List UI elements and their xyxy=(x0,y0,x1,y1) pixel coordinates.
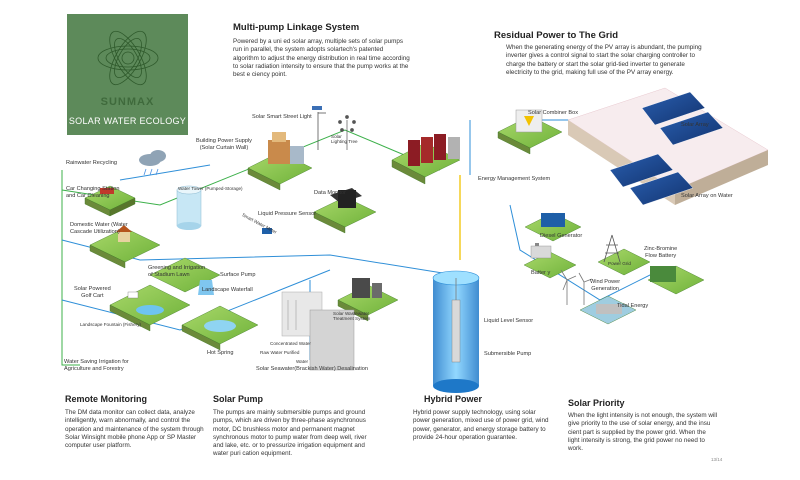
street-light-icon xyxy=(312,106,326,150)
energy-management-cabinet-icon xyxy=(408,134,460,166)
residual-body: When the generating energy of the PV arr… xyxy=(506,44,702,76)
label-combiner-box: Solar Combiner Box xyxy=(528,110,579,116)
residual-title: Residual Power to The Grid xyxy=(494,30,619,41)
label-liquid-level: Liquid Level Sensor xyxy=(484,318,534,324)
label-golf-cart: Solar Powered Golf Cart xyxy=(74,286,111,299)
solar-array-island xyxy=(567,87,769,206)
brand-logo: SUNMAX SOLAR WATER ECOLOGY xyxy=(67,14,188,135)
hybrid-title: Hybrid Power xyxy=(424,394,483,404)
label-fountain: Landscape Fountain (Fishery) xyxy=(80,322,142,327)
label-wastewater: Solar Wastewater Treatment System xyxy=(333,311,371,322)
label-concentrated: Concentrated Water xyxy=(270,341,311,346)
label-desalination: Solar Seawater(Brackish Water) Desalinat… xyxy=(256,366,369,372)
label-saving-irrigation: Water Saving Irrigation for Agriculture … xyxy=(64,359,129,372)
label-ems: Energy Management System xyxy=(478,176,551,182)
label-solar-array: Solar Array xyxy=(681,122,709,128)
battery-icon xyxy=(530,243,552,259)
label-power-grid: Power Grid xyxy=(608,261,631,266)
logo-tagline: SOLAR WATER ECOLOGY xyxy=(68,116,187,126)
hybrid-body: Hybrid power supply technology, using so… xyxy=(413,409,549,441)
multi-pump-body: Powered by a uni ed solar array, multipl… xyxy=(233,38,410,79)
remote-body: The DM data monitor can collect data, an… xyxy=(65,409,204,450)
golf-cart-icon xyxy=(127,291,139,299)
label-raw-water: Raw Water Purified xyxy=(260,350,300,355)
waterfall-icon xyxy=(198,280,214,295)
label-rainwater: Rainwater Recycling xyxy=(66,160,117,166)
hot-spring-icon xyxy=(204,320,236,332)
label-submersible: Submersible Pump xyxy=(484,351,532,357)
label-building: Building Power Supply (Solar Curtain Wal… xyxy=(196,138,252,151)
diesel-generator-icon xyxy=(541,213,565,227)
fountain-icon xyxy=(136,305,164,315)
priority-body: When the light intensity is not enough, … xyxy=(568,412,718,453)
power-grid-tower-icon xyxy=(603,234,621,263)
label-hot-spring: Hot Spring xyxy=(207,350,234,356)
label-tidal: Tidal Energy xyxy=(617,303,649,309)
data-monitor-icon xyxy=(330,188,362,208)
water-tower-icon xyxy=(176,185,202,230)
house-icon xyxy=(116,225,132,242)
lighting-tree-icon xyxy=(338,115,356,150)
solar-pump-title: Solar Pump xyxy=(213,394,264,404)
logo-brand: SUNMAX xyxy=(100,96,155,108)
label-car-charging: Car Changing Station and Car Cleaning xyxy=(66,186,120,199)
car-icon xyxy=(100,188,114,194)
label-domestic: Domestic Water (Water Cascade Utilizatio… xyxy=(70,222,128,235)
label-solar-array-water: Solar Array on Water xyxy=(681,193,733,199)
label-stadium: Greening and Irrigation of Stadium Lawn xyxy=(148,265,206,278)
rain-cloud-icon xyxy=(139,150,166,176)
label-diesel: Diesel Generator xyxy=(540,233,583,239)
label-street-light: Solar Smart Street Light xyxy=(252,114,312,120)
label-water: Water xyxy=(296,359,309,364)
label-surface-pump: Surface Pump xyxy=(220,272,256,278)
label-water-tower: Water Tower (Pumped-Storage) xyxy=(178,186,243,191)
priority-title: Solar Priority xyxy=(568,398,625,408)
deep-well-icon xyxy=(432,270,480,393)
label-liquid-pressure: Liquid Pressure Sensor xyxy=(258,211,317,217)
label-zinc-battery: Zinc-Bromine Flow Battery xyxy=(644,246,678,259)
flow-battery-icon xyxy=(650,266,676,282)
building-icon xyxy=(268,132,304,164)
solar-pump-body: The pumps are mainly submersible pumps a… xyxy=(213,409,367,458)
label-data-monitor: Data Monitor xyxy=(314,190,347,196)
wastewater-treatment-icon xyxy=(352,278,382,298)
desalination-icon xyxy=(281,291,355,371)
wind-turbine-icon xyxy=(560,269,593,305)
page-number: 13/14 xyxy=(711,457,723,462)
label-battery: Batter y xyxy=(531,270,551,276)
combiner-box-icon xyxy=(515,109,543,133)
sunmax-emblem-icon xyxy=(97,30,159,86)
surface-pump-icon xyxy=(262,228,272,234)
tidal-energy-icon xyxy=(596,304,622,314)
label-waterfall: Landscape Waterfall xyxy=(202,287,253,293)
label-wind: Wind Power Generation xyxy=(590,279,621,292)
remote-title: Remote Monitoring xyxy=(65,394,147,404)
multi-pump-title: Multi-pump Linkage System xyxy=(233,22,360,33)
label-lighting-tree: Solar Lighting Tree xyxy=(331,134,358,145)
